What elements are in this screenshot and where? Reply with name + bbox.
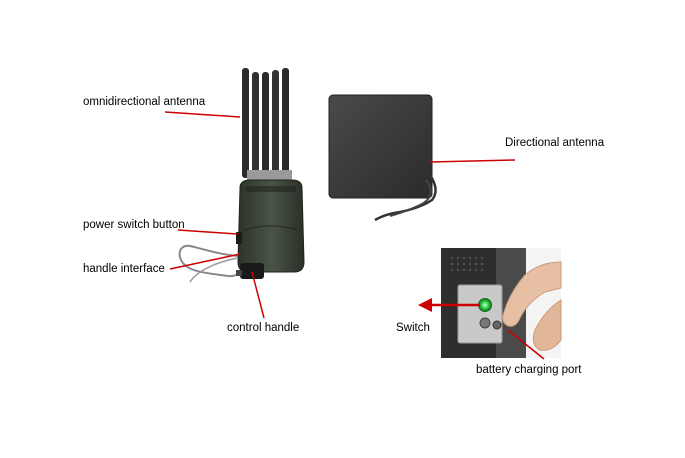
antenna-rod	[262, 72, 269, 178]
pointer-omnidirectional	[164, 111, 241, 118]
label-omnidirectional-antenna: omnidirectional antenna	[83, 96, 206, 108]
antenna-rod	[272, 70, 279, 178]
control-handle	[240, 263, 264, 279]
omnidirectional-antenna-group	[242, 68, 292, 184]
antenna-rod	[282, 68, 289, 178]
antenna-rod	[242, 68, 249, 178]
battery-charging-port	[479, 317, 491, 329]
label-directional-antenna: Directional antenna	[505, 137, 605, 149]
label-handle-interface: handle interface	[83, 263, 165, 275]
label-battery-charging-port: battery charging port	[476, 364, 582, 376]
label-switch: Switch	[396, 322, 430, 334]
finger-image	[502, 261, 562, 327]
label-power-switch-button: power switch button	[83, 219, 185, 231]
pointer-handle-interface	[169, 253, 241, 270]
directional-antenna-panel	[328, 94, 437, 222]
switch-led	[478, 298, 492, 312]
antenna-rod	[252, 72, 259, 178]
switch-closeup-photo	[441, 248, 562, 358]
pointer-power-switch	[177, 229, 238, 235]
jammer-backpack-body	[236, 179, 305, 273]
power-switch-button	[236, 232, 242, 244]
label-control-handle: control handle	[227, 322, 300, 334]
switch-arrow	[418, 298, 480, 312]
pointer-control-handle	[251, 271, 265, 319]
pointer-battery-port	[507, 329, 545, 360]
pointer-directional	[429, 159, 516, 163]
pointer-lines	[164, 111, 545, 360]
